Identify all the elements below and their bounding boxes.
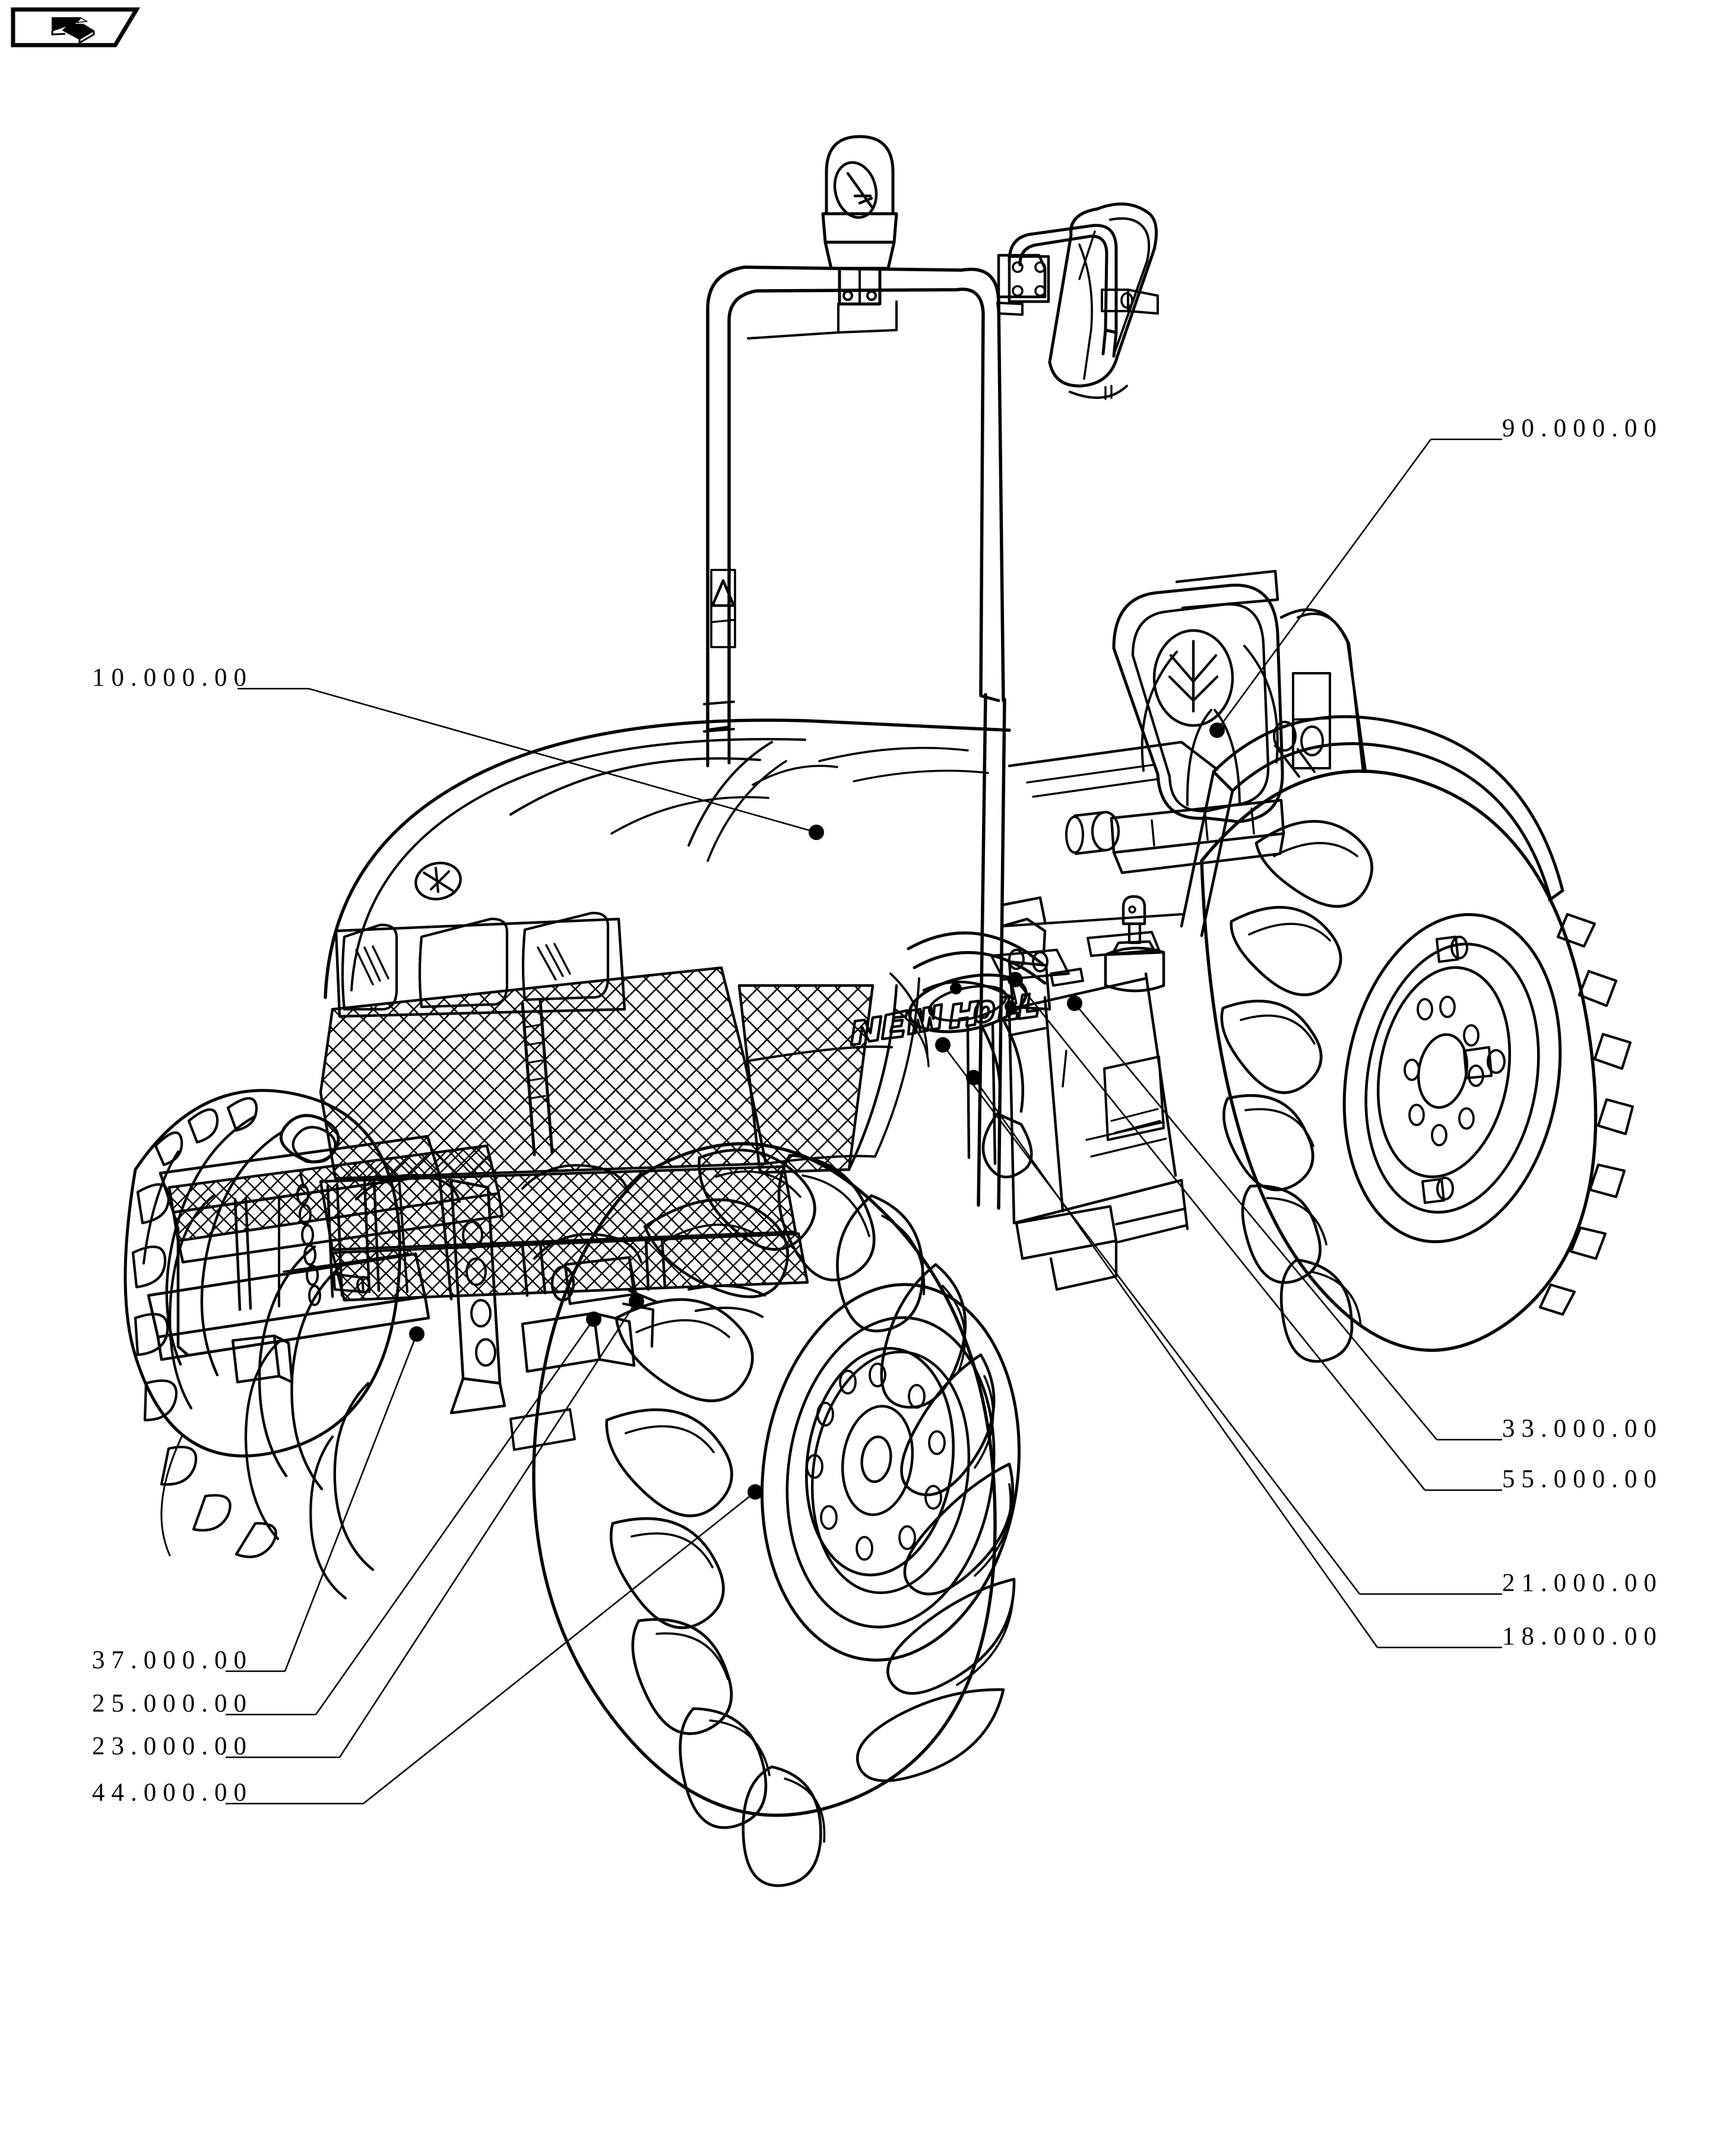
leader-dot [809,825,824,840]
leader-line [1216,439,1432,731]
leader-dot [935,1037,951,1053]
leader-line [1014,979,1426,1491]
leader-dot [1067,996,1082,1011]
hood-leaf-emblem [414,861,462,901]
leader-dot [1209,723,1225,738]
leader-dot [747,1484,763,1500]
callout-label-c33[interactable]: 33.000.00 [1502,1415,1663,1443]
front-tire-right [532,1142,1021,1887]
leader-line [308,687,817,834]
beacon-leaf-emblem [833,161,878,219]
hydraulic-control-lever [1008,968,1084,1037]
leader-dot [966,1070,981,1085]
callout-label-c37[interactable]: 37.000.00 [92,1646,253,1674]
callout-label-c55[interactable]: 55.000.00 [1502,1465,1663,1493]
callout-label-c44[interactable]: 44.000.00 [92,1779,253,1807]
rear-wheel-hub [1376,936,1512,1204]
warning-decal-triangle [710,569,736,648]
ground-contour [160,1436,183,1557]
fuel-tank-cap [1104,895,1165,993]
leader-dot [1008,972,1023,987]
leader-line [972,1077,1379,1648]
page-corner-badge [11,6,189,49]
callout-label-c90[interactable]: 90.000.00 [1502,414,1663,442]
callout-label-c23[interactable]: 23.000.00 [92,1732,253,1760]
steering-wheel [908,973,1028,1034]
front-ballast-bracket [147,1114,506,1415]
leader-line [942,1044,1361,1595]
leader-dot [409,1326,425,1342]
hood-side-panel [743,972,930,1171]
leader-line [284,1333,418,1672]
leader-line [338,1301,638,1758]
leader-dot [629,1294,644,1309]
rear-tire [1200,769,1634,1363]
steering-column [907,896,1051,1178]
callout-label-c18[interactable]: 18.000.00 [1502,1623,1663,1650]
leader-line [1073,1003,1438,1440]
mirror-mount-bracket [996,254,1050,316]
callout-label-c10[interactable]: 10.000.00 [92,664,253,692]
tow-hitch-chain [280,1114,340,1306]
operator-seat [1065,569,1367,874]
callout-label-c21[interactable]: 21.000.00 [1502,1569,1663,1597]
diamond-mesh-grille [319,966,768,1180]
seat-leaf-emblem [1152,629,1234,727]
folded-arrow-icon [51,17,95,45]
leader-line [363,1491,756,1805]
callout-label-c25[interactable]: 25.000.00 [92,1690,253,1718]
leader-dot [586,1311,601,1327]
engine-hood [324,718,1011,999]
leader-line [315,1319,595,1715]
